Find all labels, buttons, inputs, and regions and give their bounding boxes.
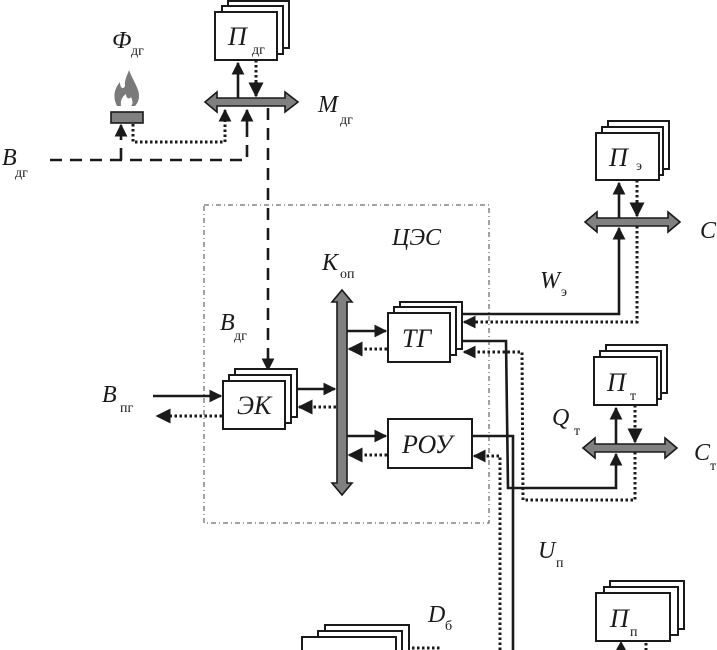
svg-text:э: э	[561, 285, 567, 300]
p-e-box: П э	[595, 120, 670, 181]
svg-text:п: п	[556, 556, 564, 571]
tg-box: ТГ	[387, 301, 463, 363]
rou-box: РОУ	[387, 418, 473, 469]
svg-text:В: В	[220, 310, 235, 336]
ces-boundary	[203, 204, 490, 524]
m-dg-bus	[203, 90, 300, 114]
svg-text:П: П	[606, 368, 628, 397]
c-e-bus	[583, 210, 682, 234]
d-b-label: D б	[427, 602, 452, 634]
k-op-label: К оп	[321, 250, 355, 282]
d-b-box	[301, 624, 410, 650]
b-pg-label: В пг	[102, 382, 133, 416]
svg-text:б: б	[445, 619, 452, 634]
svg-text:дг: дг	[340, 113, 353, 128]
svg-text:Ф: Ф	[112, 28, 131, 54]
ces-title: ЦЭС	[391, 225, 442, 251]
svg-text:т: т	[574, 424, 580, 439]
b-dg-top-label: В дг	[2, 145, 28, 181]
svg-text:Q: Q	[552, 405, 569, 431]
svg-text:дг: дг	[131, 44, 144, 59]
svg-text:т: т	[630, 389, 636, 404]
w-e-label: W э	[540, 268, 567, 300]
c-t-label: С т	[694, 440, 716, 474]
svg-text:U: U	[538, 538, 557, 564]
svg-text:т: т	[710, 459, 716, 474]
svg-text:D: D	[427, 602, 445, 628]
k-op-bus	[330, 288, 354, 497]
p-p-box: П п	[595, 580, 685, 642]
q-t-label: Q т	[552, 405, 580, 439]
svg-text:пг: пг	[120, 401, 133, 416]
svg-text:В: В	[2, 145, 17, 171]
u-p-label: U п	[538, 538, 564, 571]
svg-text:дг: дг	[234, 329, 247, 344]
svg-text:ТГ: ТГ	[402, 324, 432, 353]
c-e-label: С	[700, 218, 717, 244]
svg-text:П: П	[227, 22, 249, 51]
svg-text:М: М	[317, 92, 340, 118]
m-dg-label: М дг	[317, 92, 353, 128]
svg-text:W: W	[540, 268, 562, 294]
svg-text:дг: дг	[252, 43, 265, 58]
svg-text:В: В	[102, 382, 117, 408]
p-dg-box: П дг	[214, 0, 290, 61]
flame-icon	[110, 70, 144, 124]
svg-text:п: п	[630, 625, 638, 640]
svg-text:П: П	[608, 143, 630, 172]
svg-text:С: С	[700, 218, 717, 244]
svg-text:С: С	[694, 440, 711, 466]
p-t-box: П т	[593, 344, 668, 406]
svg-text:дг: дг	[15, 166, 28, 181]
svg-text:К: К	[321, 250, 340, 276]
svg-text:оп: оп	[340, 267, 355, 282]
f-dg-label: Ф дг	[112, 28, 144, 59]
b-dg-inner-label: В дг	[220, 310, 247, 344]
svg-text:П: П	[609, 604, 631, 633]
ek-box: ЭК	[222, 368, 298, 430]
svg-text:ЭК: ЭК	[237, 391, 273, 420]
c-t-bus	[581, 436, 679, 460]
svg-text:РОУ: РОУ	[401, 430, 456, 459]
svg-text:э: э	[636, 159, 642, 174]
